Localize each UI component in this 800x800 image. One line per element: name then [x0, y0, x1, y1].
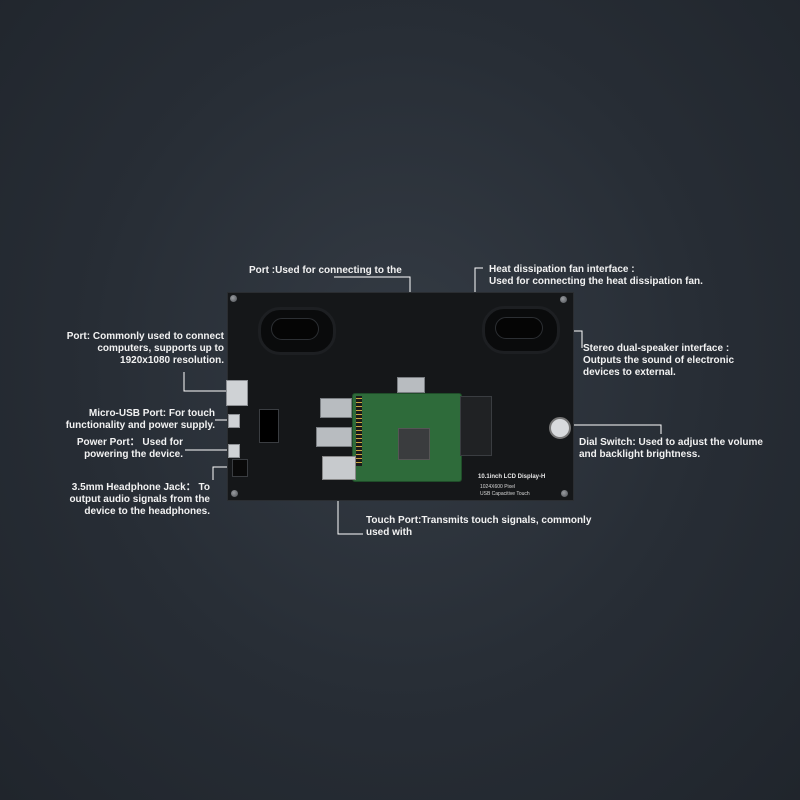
right-speaker — [482, 306, 560, 354]
label-port-top: Port :Used for connecting to the — [249, 265, 402, 276]
mount-screw-icon — [560, 296, 567, 303]
label-fan-interface: Heat dissipation fan interface : Used fo… — [489, 264, 703, 287]
mount-screw-icon — [230, 295, 237, 302]
ethernet-port — [322, 456, 356, 480]
label-speaker-interface: Stereo dual-speaker interface : Outputs … — [583, 343, 735, 378]
label-headphone-jack: 3.5mm Headphone Jack： To output audio si… — [69, 482, 210, 517]
driver-board — [460, 396, 492, 456]
dial-switch-icon — [549, 417, 571, 439]
power-port — [228, 444, 240, 458]
ribbon-connector — [259, 409, 279, 443]
headphone-jack — [232, 459, 248, 477]
processor-chip — [398, 428, 430, 460]
usb-port-stack — [316, 427, 352, 447]
label-touch-port: Touch Port:Transmits touch signals, comm… — [366, 515, 592, 538]
usb-port-stack — [320, 398, 352, 418]
left-speaker — [258, 307, 336, 355]
label-hdmi-port: Port: Commonly used to connect computers… — [66, 331, 224, 366]
label-dial-switch: Dial Switch: Used to adjust the volume a… — [579, 437, 763, 460]
board-spec-resolution: 1024X600 Pixel — [480, 484, 516, 490]
mount-screw-icon — [231, 490, 238, 497]
hdmi-port — [226, 380, 248, 406]
label-power-port: Power Port： Used for powering the device… — [76, 437, 183, 460]
board-title: 10.1inch LCD Display-H — [478, 474, 546, 480]
label-micro-usb-port: Micro-USB Port: For touch functionality … — [65, 408, 215, 431]
micro-usb-port — [228, 414, 240, 428]
mount-screw-icon — [561, 490, 568, 497]
gpio-header — [356, 396, 362, 466]
top-hdmi-port — [397, 377, 425, 393]
board-spec-touch: USB Capacitive Touch — [480, 491, 530, 497]
